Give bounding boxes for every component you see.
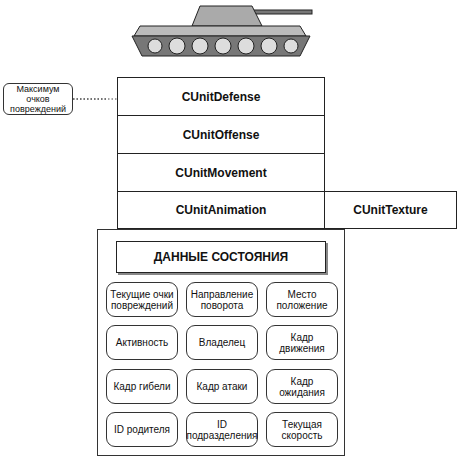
- leader-line: [73, 99, 106, 100]
- node-label: ID подразделения: [187, 419, 258, 441]
- node-label: Место положение: [269, 289, 335, 311]
- node-label: Кадр движения: [269, 332, 335, 354]
- node-label: CUnitAnimation: [176, 203, 267, 217]
- state-field: Место положение: [266, 282, 338, 317]
- state-field: Текущая скорость: [266, 412, 338, 447]
- state-field: Кадр ожидания: [266, 369, 338, 404]
- node-label: Текущие очки повреждений: [109, 289, 175, 311]
- node-label: Направление поворота: [189, 289, 255, 311]
- node-label: CUnitTexture: [353, 203, 427, 217]
- state-field: Кадр атаки: [186, 369, 258, 404]
- node-label: Максимум очков повреждений: [5, 84, 71, 114]
- node-label: CUnitDefense: [182, 90, 261, 104]
- node-label: Активность: [116, 337, 169, 348]
- node-label: Владелец: [199, 337, 245, 348]
- state-field: Активность: [106, 325, 178, 360]
- class-box: CUnitAnimation: [117, 191, 325, 229]
- class-box: CUnitDefense: [117, 77, 325, 116]
- state-field: ID подразделения: [186, 412, 258, 447]
- class-box: CUnitMovement: [117, 153, 325, 192]
- state-field: Направление поворота: [186, 282, 258, 317]
- state-field: Кадр гибели: [106, 369, 178, 404]
- state-field: ID родителя: [106, 412, 178, 447]
- callout-box: Максимум очков повреждений: [3, 83, 73, 115]
- state-field: Текущие очки повреждений: [106, 282, 178, 317]
- panel-heading: ДАННЫЕ СОСТОЯНИЯ: [116, 241, 326, 273]
- node-label: Кадр гибели: [113, 381, 170, 392]
- node-label: CUnitMovement: [175, 166, 266, 180]
- node-label: Кадр атаки: [197, 381, 248, 392]
- node-label: Кадр ожидания: [269, 376, 335, 398]
- leader-line: [73, 99, 117, 100]
- state-field: Кадр движения: [266, 325, 338, 360]
- state-panel: ДАННЫЕ СОСТОЯНИЯ Текущие очки повреждений…: [97, 229, 345, 456]
- state-field: Владелец: [186, 325, 258, 360]
- node-label: CUnitOffense: [183, 128, 260, 142]
- node-label: ID родителя: [114, 424, 170, 435]
- class-box: CUnitOffense: [117, 115, 325, 154]
- node-label: Текущая скорость: [269, 419, 335, 441]
- class-box: CUnitTexture: [324, 191, 457, 229]
